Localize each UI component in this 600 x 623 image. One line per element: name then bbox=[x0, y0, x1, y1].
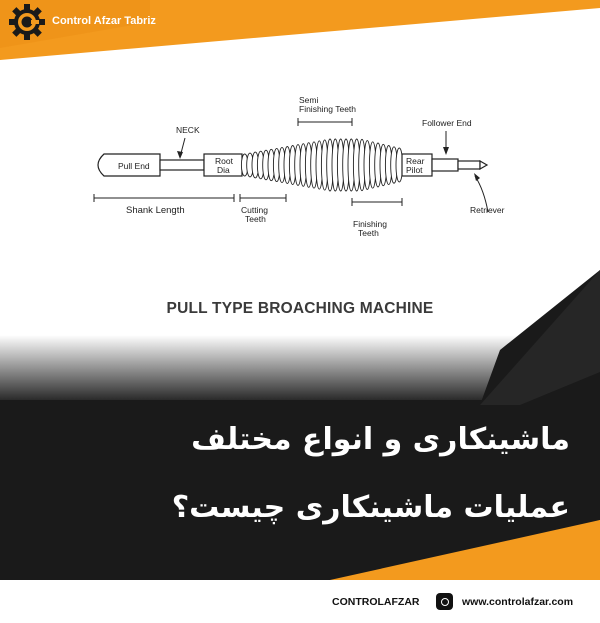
label-pull-end: Pull End bbox=[118, 161, 150, 171]
label-finishing-1: Finishing bbox=[353, 219, 387, 229]
diagram-title: PULL TYPE BROACHING MACHINE bbox=[166, 300, 434, 317]
headline-line-2: عملیات ماشینکاری چیست؟ bbox=[171, 490, 570, 525]
broach-teeth bbox=[240, 138, 404, 192]
broach-diagram: Pull End NECK Root Dia Rear Pilot Follow… bbox=[93, 95, 505, 238]
footer-brand: CONTROLAFZAR bbox=[332, 596, 420, 608]
label-neck: NECK bbox=[176, 125, 200, 135]
label-retriever: Retriever bbox=[470, 205, 505, 215]
gear-logo-icon bbox=[9, 4, 45, 40]
label-rear-2: Pilot bbox=[406, 165, 423, 175]
label-semi-1: Semi bbox=[299, 95, 318, 105]
instagram-icon[interactable] bbox=[436, 593, 453, 610]
label-cutting-2: Teeth bbox=[245, 214, 266, 224]
label-shank-length: Shank Length bbox=[126, 205, 185, 216]
label-follower-end: Follower End bbox=[422, 118, 472, 128]
label-finishing-2: Teeth bbox=[358, 228, 379, 238]
brand-name: Control Afzar Tabriz bbox=[52, 15, 156, 27]
headline-line-1: ماشینکاری و انواع مختلف bbox=[191, 422, 570, 457]
footer-url-link[interactable]: www.controlafzar.com bbox=[462, 596, 574, 608]
pull-end-shape bbox=[97, 153, 161, 177]
label-root-2: Dia bbox=[217, 165, 230, 175]
label-root-1: Root bbox=[215, 156, 234, 166]
label-rear-1: Rear bbox=[406, 156, 425, 166]
label-cutting-1: Cutting bbox=[241, 205, 268, 215]
label-semi-2: Finishing Teeth bbox=[299, 104, 356, 114]
